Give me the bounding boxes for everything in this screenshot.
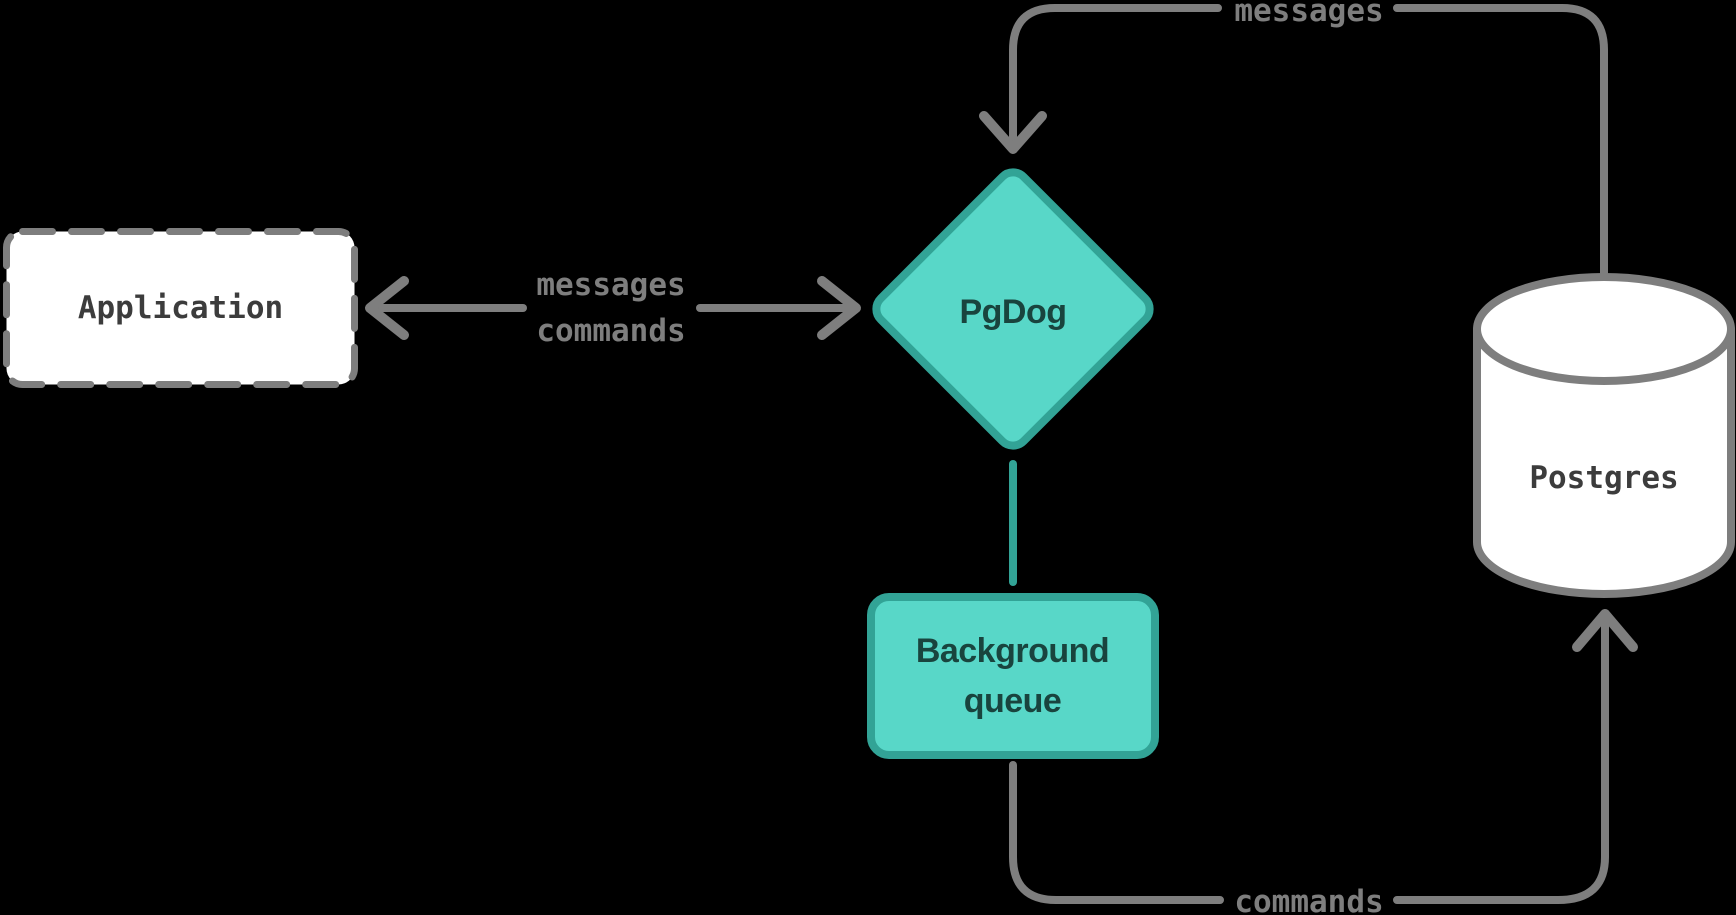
background-queue-node (867, 593, 1159, 759)
pgdog-node (872, 168, 1154, 450)
arrowhead-up-icon (1572, 609, 1638, 652)
arrowhead-right-icon (817, 276, 861, 340)
edge-application-pgdog (365, 276, 861, 340)
application-node-shape (3, 228, 358, 388)
edge-postgres-to-pgdog-segment-left (1009, 4, 1222, 145)
edge-queue-to-postgres-segment-left (1009, 761, 1224, 904)
edge-postgres-to-pgdog-segment-right (1393, 4, 1608, 277)
postgres-cylinder-body (1473, 325, 1735, 598)
arrowhead-left-icon (365, 276, 409, 340)
edge-queue-to-postgres (1009, 609, 1638, 904)
pgdog-node-shape (872, 168, 1154, 450)
postgres-node (1473, 273, 1735, 598)
background-queue-node-shape (867, 593, 1159, 759)
application-node (3, 228, 358, 388)
postgres-cylinder-top (1473, 273, 1735, 385)
edge-queue-to-postgres-segment-right (1393, 620, 1609, 904)
arrowhead-down-icon (979, 111, 1047, 154)
edge-postgres-to-pgdog (979, 4, 1608, 277)
